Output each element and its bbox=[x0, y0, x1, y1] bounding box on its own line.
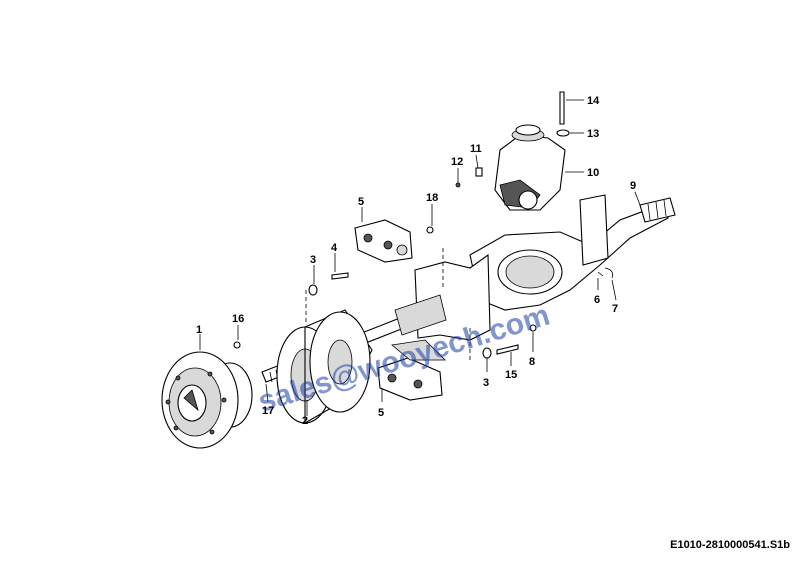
callout-14: 14 bbox=[587, 95, 600, 107]
brake-caliper-lower bbox=[377, 339, 446, 401]
callout-5b: 5 bbox=[378, 407, 384, 419]
brake-disc bbox=[276, 309, 373, 424]
bolt-14 bbox=[559, 91, 565, 125]
washer-13 bbox=[556, 129, 570, 137]
callout-1: 1 bbox=[196, 324, 202, 336]
wheel-hub bbox=[161, 351, 253, 449]
brake-caliper-upper bbox=[354, 219, 413, 263]
callout-13: 13 bbox=[587, 128, 599, 140]
callout-7: 7 bbox=[612, 303, 618, 315]
axle-housing bbox=[469, 194, 676, 311]
callout-10: 10 bbox=[587, 167, 599, 179]
callout-11: 11 bbox=[470, 143, 482, 155]
callout-3b: 3 bbox=[483, 377, 489, 389]
callout-18: 18 bbox=[426, 192, 438, 204]
callout-15: 15 bbox=[505, 369, 517, 381]
callout-4: 4 bbox=[331, 242, 338, 254]
plug-8 bbox=[529, 324, 537, 332]
callout-12: 12 bbox=[451, 156, 463, 168]
drawing-reference: E1010-2810000541.S1b bbox=[670, 539, 790, 551]
callout-5a: 5 bbox=[358, 196, 364, 208]
pin-6 bbox=[597, 271, 604, 277]
callout-8: 8 bbox=[529, 356, 535, 368]
callout-9: 9 bbox=[630, 180, 636, 192]
callout-3a: 3 bbox=[310, 254, 316, 266]
plug-18 bbox=[426, 226, 434, 234]
pin-12 bbox=[455, 182, 461, 188]
clip-11 bbox=[475, 167, 483, 177]
callout-2: 2 bbox=[302, 415, 308, 427]
bolt-4 bbox=[331, 272, 349, 280]
callout-16: 16 bbox=[232, 313, 244, 325]
washer-3-left bbox=[308, 284, 318, 296]
clip-7 bbox=[604, 267, 614, 279]
callout-6: 6 bbox=[594, 294, 600, 306]
callout-17: 17 bbox=[262, 405, 274, 417]
differential-housing bbox=[494, 124, 566, 211]
bolt-15 bbox=[496, 344, 519, 355]
nut-16 bbox=[233, 341, 241, 349]
